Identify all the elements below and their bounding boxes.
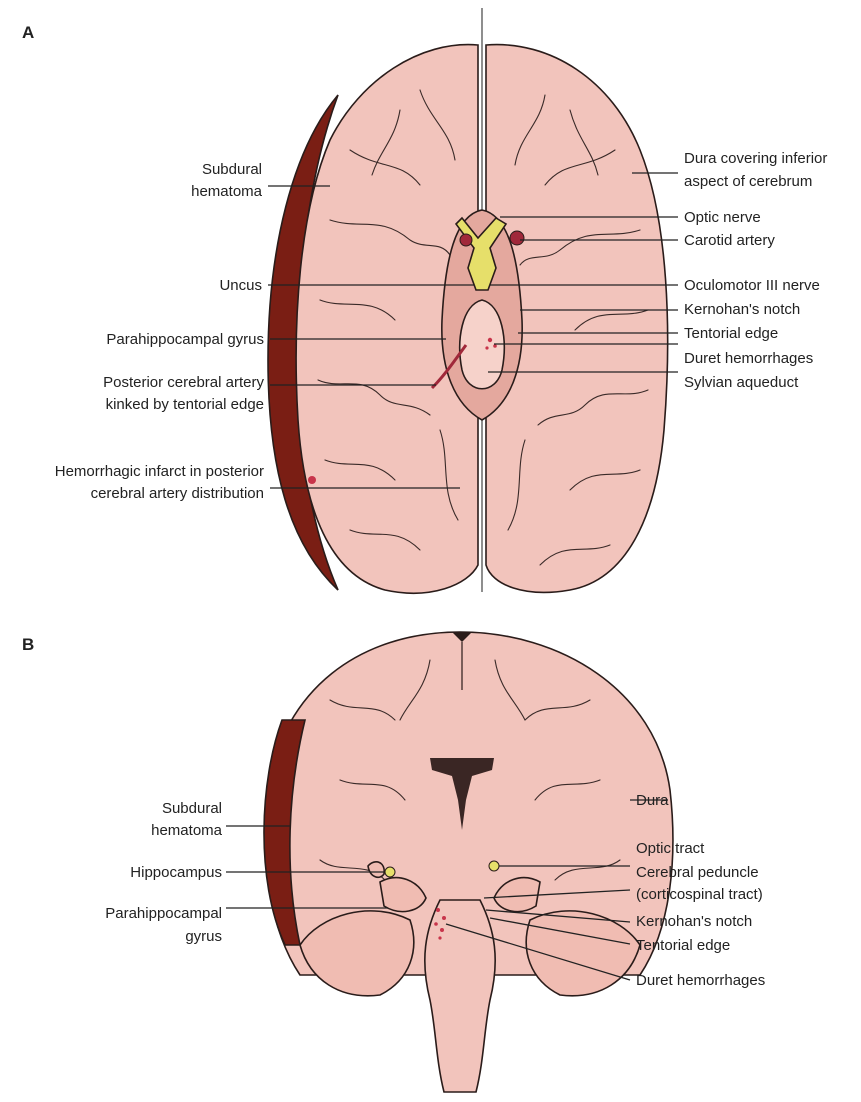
label-b-peduncle-2: (corticospinal tract)	[636, 886, 763, 903]
label-a-sylvian: Sylvian aqueduct	[684, 374, 799, 391]
optic-tract-left-b	[385, 867, 395, 877]
label-a-kernohan: Kernohan's notch	[684, 301, 800, 318]
label-a-dura-1: Dura covering inferior	[684, 150, 827, 167]
panel-a-letter: A	[22, 23, 34, 42]
hemorrhagic-infarct-a	[308, 476, 316, 484]
label-a-dura-2: aspect of cerebrum	[684, 173, 812, 190]
label-a-oculomotor: Oculomotor III nerve	[684, 277, 820, 294]
label-b-subdural-1: Subdural	[162, 800, 222, 817]
label-a-uncus: Uncus	[219, 277, 262, 294]
label-a-pca-1: Posterior cerebral artery	[103, 374, 264, 391]
label-a-optic-nerve: Optic nerve	[684, 209, 761, 226]
optic-tract-right-b	[489, 861, 499, 871]
label-a-infarct-1: Hemorrhagic infarct in posterior	[55, 463, 264, 480]
carotid-artery-a-left	[460, 234, 472, 246]
label-a-subdural-2: hematoma	[191, 183, 263, 200]
label-a-parahippocampal: Parahippocampal gyrus	[106, 331, 264, 348]
label-a-pca-2: kinked by tentorial edge	[106, 396, 264, 413]
label-b-subdural-2: hematoma	[151, 822, 223, 839]
carotid-artery-a-right	[510, 231, 524, 245]
label-b-parahippocampal-2: gyrus	[185, 928, 222, 945]
label-b-optic-tract: Optic tract	[636, 840, 705, 857]
label-b-peduncle-1: Cerebral peduncle	[636, 864, 759, 881]
label-a-infarct-2: cerebral artery distribution	[91, 485, 264, 502]
label-b-duret: Duret hemorrhages	[636, 972, 765, 989]
label-b-tentorial: Tentorial edge	[636, 937, 730, 954]
label-b-hippocampus: Hippocampus	[130, 864, 222, 881]
label-a-subdural-1: Subdural	[202, 161, 262, 178]
panel-b-letter: B	[22, 635, 34, 654]
label-a-carotid: Carotid artery	[684, 232, 775, 249]
label-a-duret: Duret hemorrhages	[684, 350, 813, 367]
label-b-parahippocampal-1: Parahippocampal	[105, 905, 222, 922]
label-a-tentorial: Tentorial edge	[684, 325, 778, 342]
label-b-dura: Dura	[636, 792, 669, 809]
label-b-kernohan: Kernohan's notch	[636, 913, 752, 930]
